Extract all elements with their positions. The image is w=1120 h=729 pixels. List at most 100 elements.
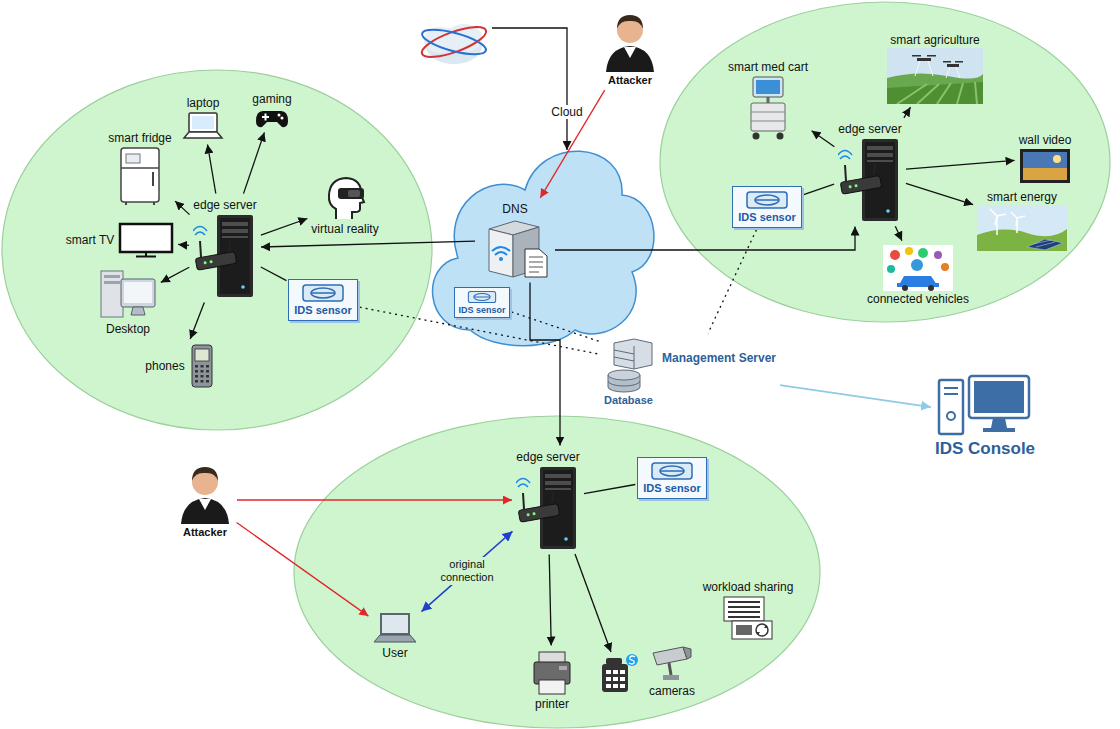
node-label: Desktop	[106, 322, 150, 336]
drawing-part	[195, 365, 198, 368]
drawing-part	[192, 467, 218, 481]
phone-link	[575, 554, 611, 652]
drawing-part	[525, 249, 547, 277]
drawing-part	[206, 380, 209, 383]
device-node: smart fridge	[106, 129, 173, 208]
drawing-part	[126, 154, 140, 163]
drawing-part	[845, 165, 846, 181]
drawing-part	[848, 184, 851, 187]
console-icon	[937, 372, 1033, 438]
fridge-icon	[118, 146, 162, 206]
drawing-part	[136, 256, 156, 258]
drawing-part	[1027, 239, 1063, 250]
drawing-part	[624, 47, 636, 58]
drawing-part	[131, 307, 145, 315]
node-label: Attacker	[183, 525, 227, 539]
drawing-part	[660, 466, 684, 476]
connector-arrow	[540, 90, 604, 198]
drawing-part	[492, 247, 510, 251]
ids-sensor: IDS sensor	[637, 457, 706, 499]
drawing-part	[474, 293, 490, 300]
wall-video-icon	[1019, 148, 1071, 184]
printer-icon	[531, 650, 573, 696]
drawing-part	[1016, 218, 1018, 233]
vehicles-image	[883, 245, 953, 291]
connector-arrow	[584, 485, 635, 494]
dotted-link	[511, 312, 600, 342]
drawing-part	[614, 339, 652, 369]
device-node: Desktop	[97, 263, 159, 338]
vr-headset-icon	[324, 175, 366, 221]
drawing-part	[256, 111, 288, 127]
node-label: Database	[604, 394, 653, 407]
drawing-part	[200, 241, 201, 257]
drawing-part	[886, 209, 890, 213]
drawing-part	[752, 132, 759, 139]
drawing-part	[545, 474, 571, 478]
node-label: smart med cart	[728, 60, 808, 74]
node-label: laptop	[187, 96, 220, 110]
dns-server-icon	[479, 217, 551, 279]
drawing-part	[776, 132, 783, 139]
edge-server: edge server	[191, 196, 259, 301]
drawing-part	[874, 164, 875, 177]
drawing-part	[915, 61, 960, 78]
drawing-part	[209, 259, 212, 262]
drawing-part	[468, 291, 495, 302]
drawing-part	[200, 380, 203, 383]
connector-arrow	[422, 531, 513, 611]
connector-arrow	[244, 132, 265, 193]
edge-server: edge server	[514, 448, 582, 553]
drawing-part	[277, 113, 280, 116]
device-node: gaming	[250, 90, 293, 131]
drawing-part	[222, 229, 248, 233]
drawing-part	[192, 345, 212, 387]
drawing-part	[728, 602, 760, 617]
drawing-part	[990, 209, 1025, 235]
drawing-part	[614, 350, 634, 354]
edge-server: edge server	[836, 120, 904, 225]
ids-sensor-icon	[467, 290, 497, 304]
drawing-part	[380, 613, 410, 635]
drawing-part	[867, 153, 893, 157]
med-cart-icon	[745, 75, 791, 141]
ids-sensor: IDS sensor	[732, 186, 801, 228]
drawing-part	[195, 375, 198, 378]
drawing-part	[489, 229, 513, 277]
drawing-part	[121, 279, 155, 307]
voip-phone-icon	[602, 654, 638, 692]
drawing-part	[918, 248, 928, 258]
dotted-link	[708, 230, 756, 333]
drawing-part	[756, 624, 768, 636]
connector-arrow	[175, 201, 189, 215]
connector-arrow	[549, 555, 551, 646]
drawing-part	[529, 261, 543, 262]
drawing-part	[518, 484, 528, 487]
drawing-part	[200, 375, 203, 378]
connector-arrow	[161, 267, 189, 282]
drawing-part	[629, 656, 635, 664]
drawing-part	[303, 285, 343, 301]
drawing-part	[724, 597, 764, 621]
drawing-part	[974, 381, 1024, 413]
drawing-part	[977, 229, 1067, 251]
drawing-part	[617, 15, 643, 29]
drawing-part	[867, 160, 893, 162]
drawing-part	[917, 58, 931, 61]
node-label: smart energy	[987, 190, 1057, 204]
drawing-part	[620, 684, 625, 688]
drawing-part	[941, 263, 949, 271]
drawing-part	[516, 478, 530, 483]
device-node: connected vehicles	[865, 243, 971, 308]
drawing-part	[620, 677, 625, 681]
device-node: smart agriculture	[885, 31, 985, 106]
attacker-icon	[602, 10, 658, 72]
drawing-part	[241, 285, 245, 289]
drawing-part	[338, 188, 364, 199]
drawing-part	[1023, 168, 1067, 180]
drawing-part	[626, 654, 638, 666]
drawing-part	[474, 296, 490, 297]
drawing-part	[1017, 216, 1025, 218]
drawing-part	[552, 492, 553, 505]
drawing-part	[751, 120, 785, 121]
